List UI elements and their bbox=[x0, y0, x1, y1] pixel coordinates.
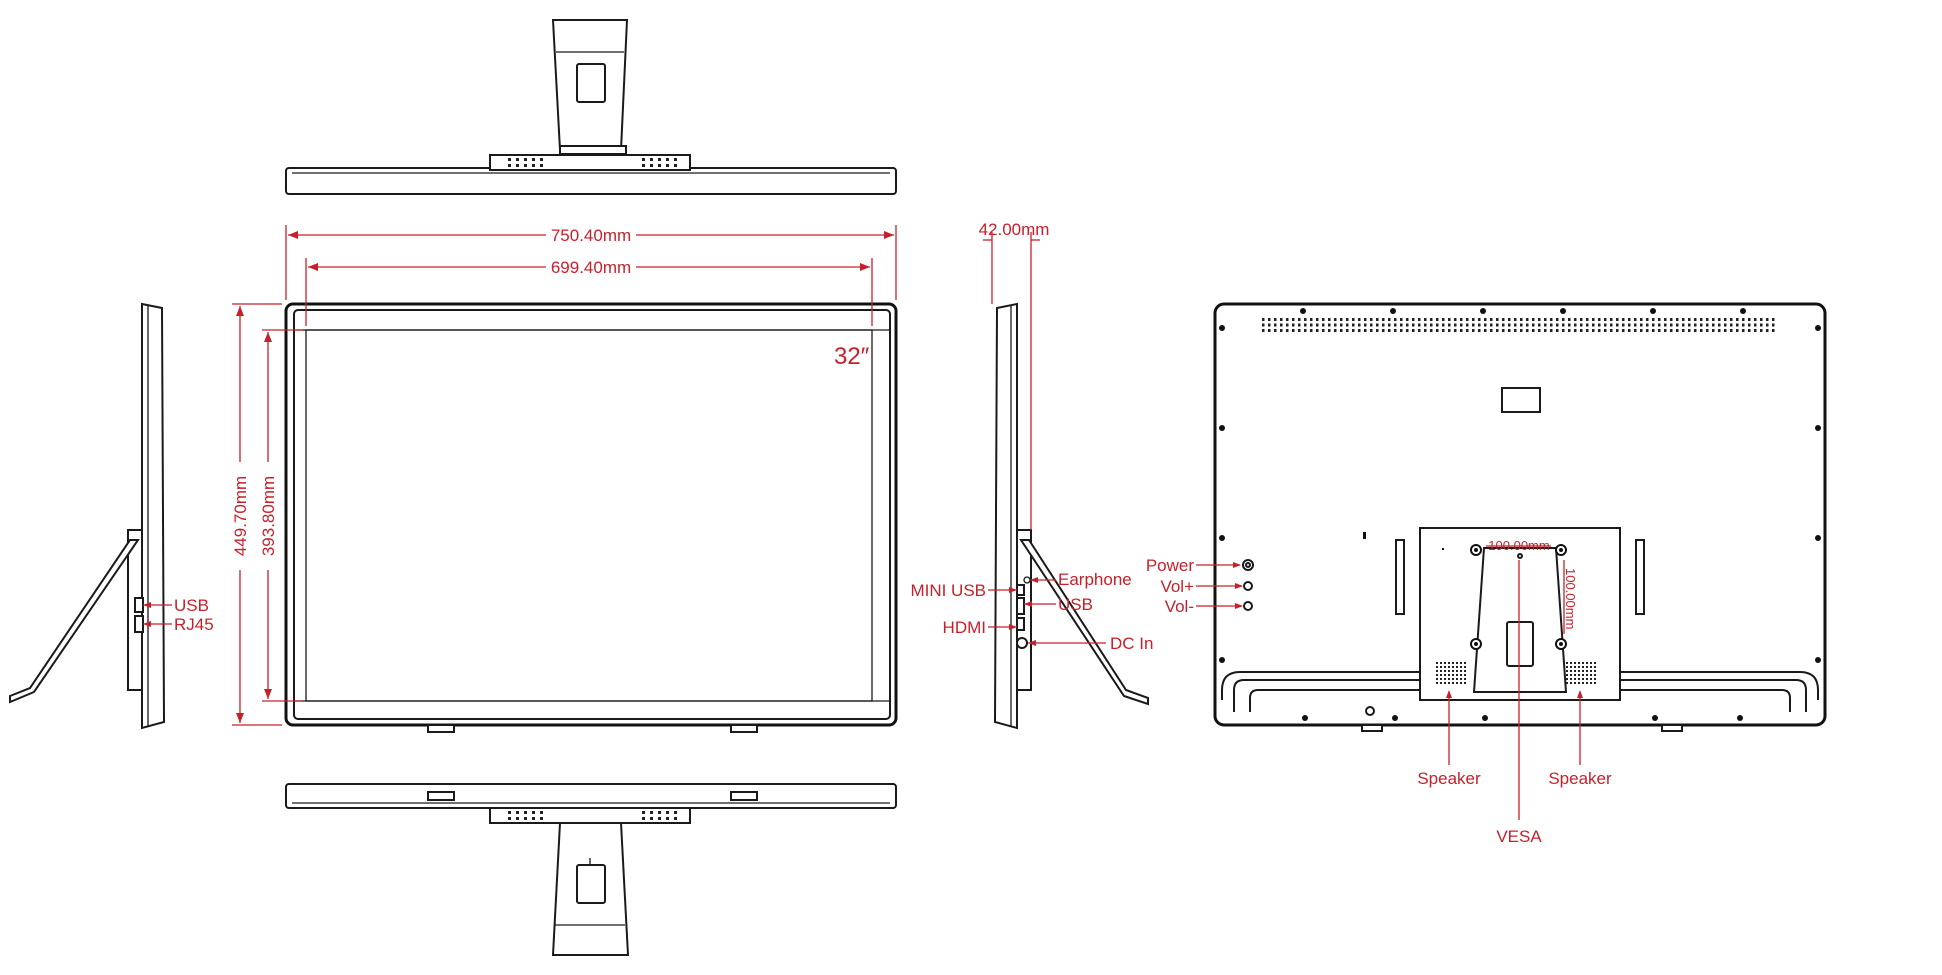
screen-height-label: 393.80mm bbox=[259, 476, 278, 556]
dim-screen-width: 699.40mm bbox=[305, 258, 873, 326]
right-usb-label: USB bbox=[1058, 595, 1093, 614]
dim-overall-height: 449.70mm bbox=[231, 303, 282, 726]
depth-label: 42.00mm bbox=[979, 220, 1050, 239]
bottom-view bbox=[285, 783, 897, 956]
top-view-bezel bbox=[285, 167, 897, 195]
left-usb-port bbox=[134, 597, 144, 613]
dim-overall-width: 750.40mm bbox=[285, 225, 897, 300]
left-side-stand bbox=[9, 539, 140, 704]
power-label: Power bbox=[1146, 556, 1195, 575]
back-panel bbox=[1213, 302, 1827, 727]
front-bezel bbox=[284, 302, 898, 727]
vesa-holes bbox=[1470, 544, 1567, 650]
back-stand bbox=[1472, 547, 1568, 693]
vesa-horizontal-label: 100.00mm bbox=[1488, 538, 1549, 553]
dc-in-label: DC In bbox=[1110, 634, 1153, 653]
left-side-body bbox=[141, 302, 166, 730]
vesa-label: VESA bbox=[1496, 827, 1542, 846]
screen-width-label: 699.40mm bbox=[551, 258, 631, 277]
right-usb-port bbox=[1016, 597, 1025, 615]
vent-holes bbox=[1262, 318, 1775, 332]
speaker-left-grille bbox=[1436, 662, 1466, 684]
earphone-label: Earphone bbox=[1058, 570, 1132, 589]
screen-size-label: 32″ bbox=[834, 343, 870, 370]
right-slot bbox=[1635, 539, 1645, 615]
right-side-stand bbox=[1019, 539, 1149, 706]
right-side-view: 42.00mm MINI USB HDMI Earphone USB DC In bbox=[910, 220, 1153, 730]
back-screws bbox=[1219, 308, 1821, 721]
hdmi-port bbox=[1016, 617, 1025, 631]
vol-plus-label: Vol+ bbox=[1160, 577, 1194, 596]
mini-usb-port bbox=[1016, 584, 1025, 596]
dim-screen-height: 393.80mm bbox=[259, 329, 302, 702]
vesa-vertical-label: 100.00mm bbox=[1563, 568, 1578, 629]
left-slot bbox=[1395, 539, 1405, 615]
top-view bbox=[285, 19, 897, 195]
left-rj45-port bbox=[134, 615, 144, 633]
speaker-right-label: Speaker bbox=[1548, 769, 1612, 788]
back-view: 100.00mm 100.00mm Power Vol+ Vol- Speake… bbox=[1146, 302, 1827, 846]
front-view: 32″ bbox=[284, 302, 898, 733]
hdmi-label: HDMI bbox=[943, 618, 986, 637]
right-side-body bbox=[993, 302, 1018, 730]
left-usb-label: USB bbox=[174, 596, 209, 615]
speaker-left-label: Speaker bbox=[1417, 769, 1481, 788]
overall-width-label: 750.40mm bbox=[551, 226, 631, 245]
label-plate bbox=[1501, 387, 1541, 413]
speaker-right-grille bbox=[1566, 662, 1596, 684]
top-view-hinge bbox=[489, 154, 691, 171]
vol-minus-button bbox=[1243, 601, 1253, 611]
left-rj45-label: RJ45 bbox=[174, 615, 214, 634]
power-button bbox=[1242, 559, 1254, 571]
mini-usb-label: MINI USB bbox=[910, 581, 986, 600]
overall-height-label: 449.70mm bbox=[231, 476, 250, 556]
bottom-view-bezel bbox=[285, 783, 897, 809]
vol-minus-label: Vol- bbox=[1165, 597, 1194, 616]
left-side-view: USB RJ45 bbox=[9, 302, 214, 730]
vol-plus-button bbox=[1243, 581, 1253, 591]
dc-in-port bbox=[1016, 637, 1028, 649]
